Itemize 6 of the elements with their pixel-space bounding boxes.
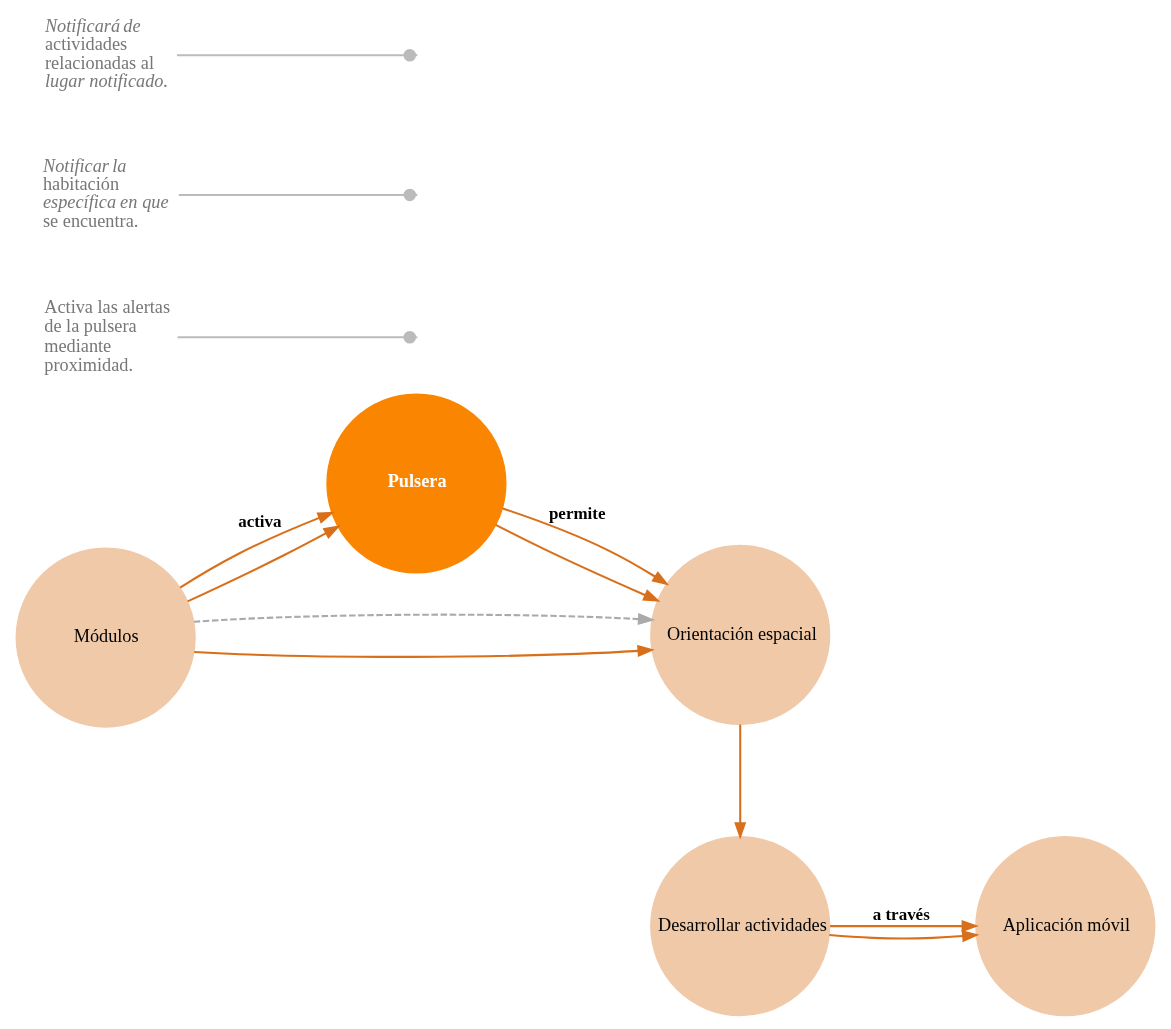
- node-text: Notificar la habitación específica en que se encuentra.: [42, 155, 169, 231]
- edge-label: permite: [548, 504, 606, 524]
- node-text: Notificará de actividades relacionadas al lugar notificado.: [44, 15, 168, 91]
- node-text: Activa las alertas de la pulsera mediante proximidad.: [44, 296, 171, 376]
- edge-label: a través: [872, 905, 930, 925]
- edge-label: activa: [238, 512, 282, 532]
